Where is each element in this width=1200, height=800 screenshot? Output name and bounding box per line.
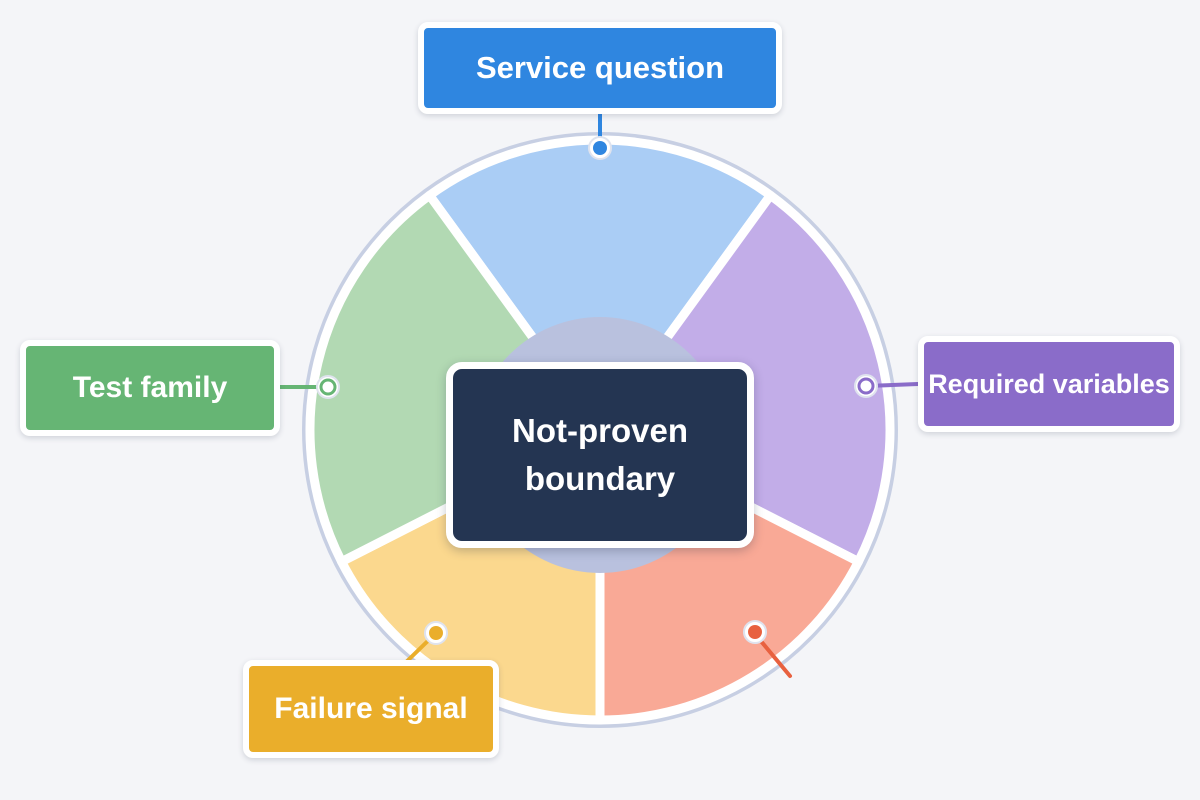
connector-node-red-segment xyxy=(748,625,762,639)
service-question-text: Service question xyxy=(475,50,725,85)
center-title-line1: Not-proven xyxy=(512,412,688,450)
connector-node-service-question xyxy=(593,141,607,155)
connector-node-required-variables xyxy=(857,377,875,395)
connector-node-failure-signal xyxy=(429,626,443,640)
connector-node-test-family xyxy=(319,378,337,396)
required-variables-text: Required variables xyxy=(928,368,1170,399)
failure-signal-text: Failure signal xyxy=(274,692,468,725)
service-question-label: Service question xyxy=(418,22,782,114)
test-family-label: Test family xyxy=(20,340,280,436)
center-boundary-box: Not-proven boundary xyxy=(446,362,754,548)
failure-signal-label: Failure signal xyxy=(243,660,499,758)
test-family-text: Test family xyxy=(72,371,228,404)
center-title-line2: boundary xyxy=(524,460,676,497)
required-variables-label: Required variables xyxy=(918,336,1180,432)
